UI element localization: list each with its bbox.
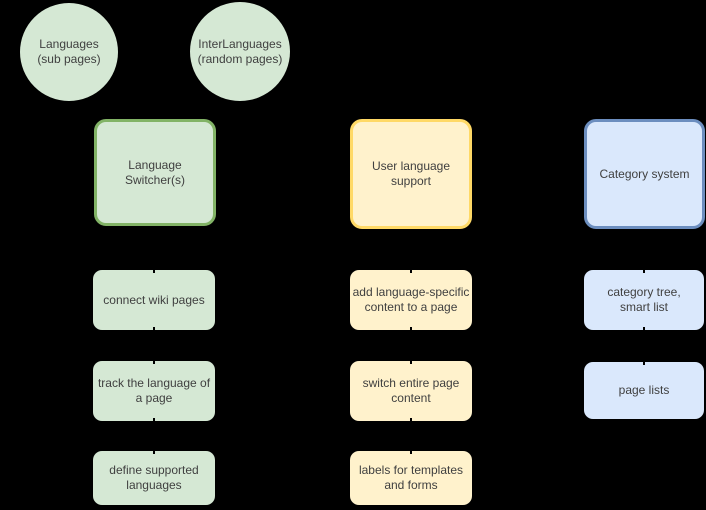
node-label: Language Switcher(s) [124,157,185,187]
node-connect-wiki-pages[interactable]: connect wiki pages [93,270,215,330]
node-user-language-support[interactable]: User language support [350,119,472,229]
node-label: define supported languages [109,463,199,492]
node-label: Category system [599,166,690,181]
node-label: User language support [371,159,451,188]
node-labels-for-templates-forms[interactable]: labels for templates and forms [350,451,472,505]
node-label: switch entire page content [362,376,460,405]
node-switch-entire-page-content[interactable]: switch entire page content [350,361,472,421]
node-label: InterLanguages (random pages) [197,36,283,66]
node-circle-interlanguages[interactable]: InterLanguages (random pages) [190,2,290,101]
node-track-language-of-page[interactable]: track the language of a page [93,361,215,421]
node-add-language-specific-content[interactable]: add language-specific content to a page [350,270,472,330]
node-circle-languages[interactable]: Languages (sub pages) [20,3,118,101]
node-page-lists[interactable]: page lists [584,362,704,419]
node-label: connect wiki pages [103,292,205,307]
node-label: track the language of a page [97,376,211,405]
node-label: labels for templates and forms [358,463,464,492]
node-label: category tree, smart list [607,285,681,314]
node-language-switcher[interactable]: Language Switcher(s) [94,119,216,226]
node-label: page lists [618,383,670,397]
node-category-tree-smart-list[interactable]: category tree, smart list [584,270,704,330]
node-label: Languages (sub pages) [37,37,101,66]
node-category-system[interactable]: Category system [584,119,705,229]
node-define-supported-languages[interactable]: define supported languages [93,451,215,505]
node-label: add language-specific content to a page [352,285,470,314]
